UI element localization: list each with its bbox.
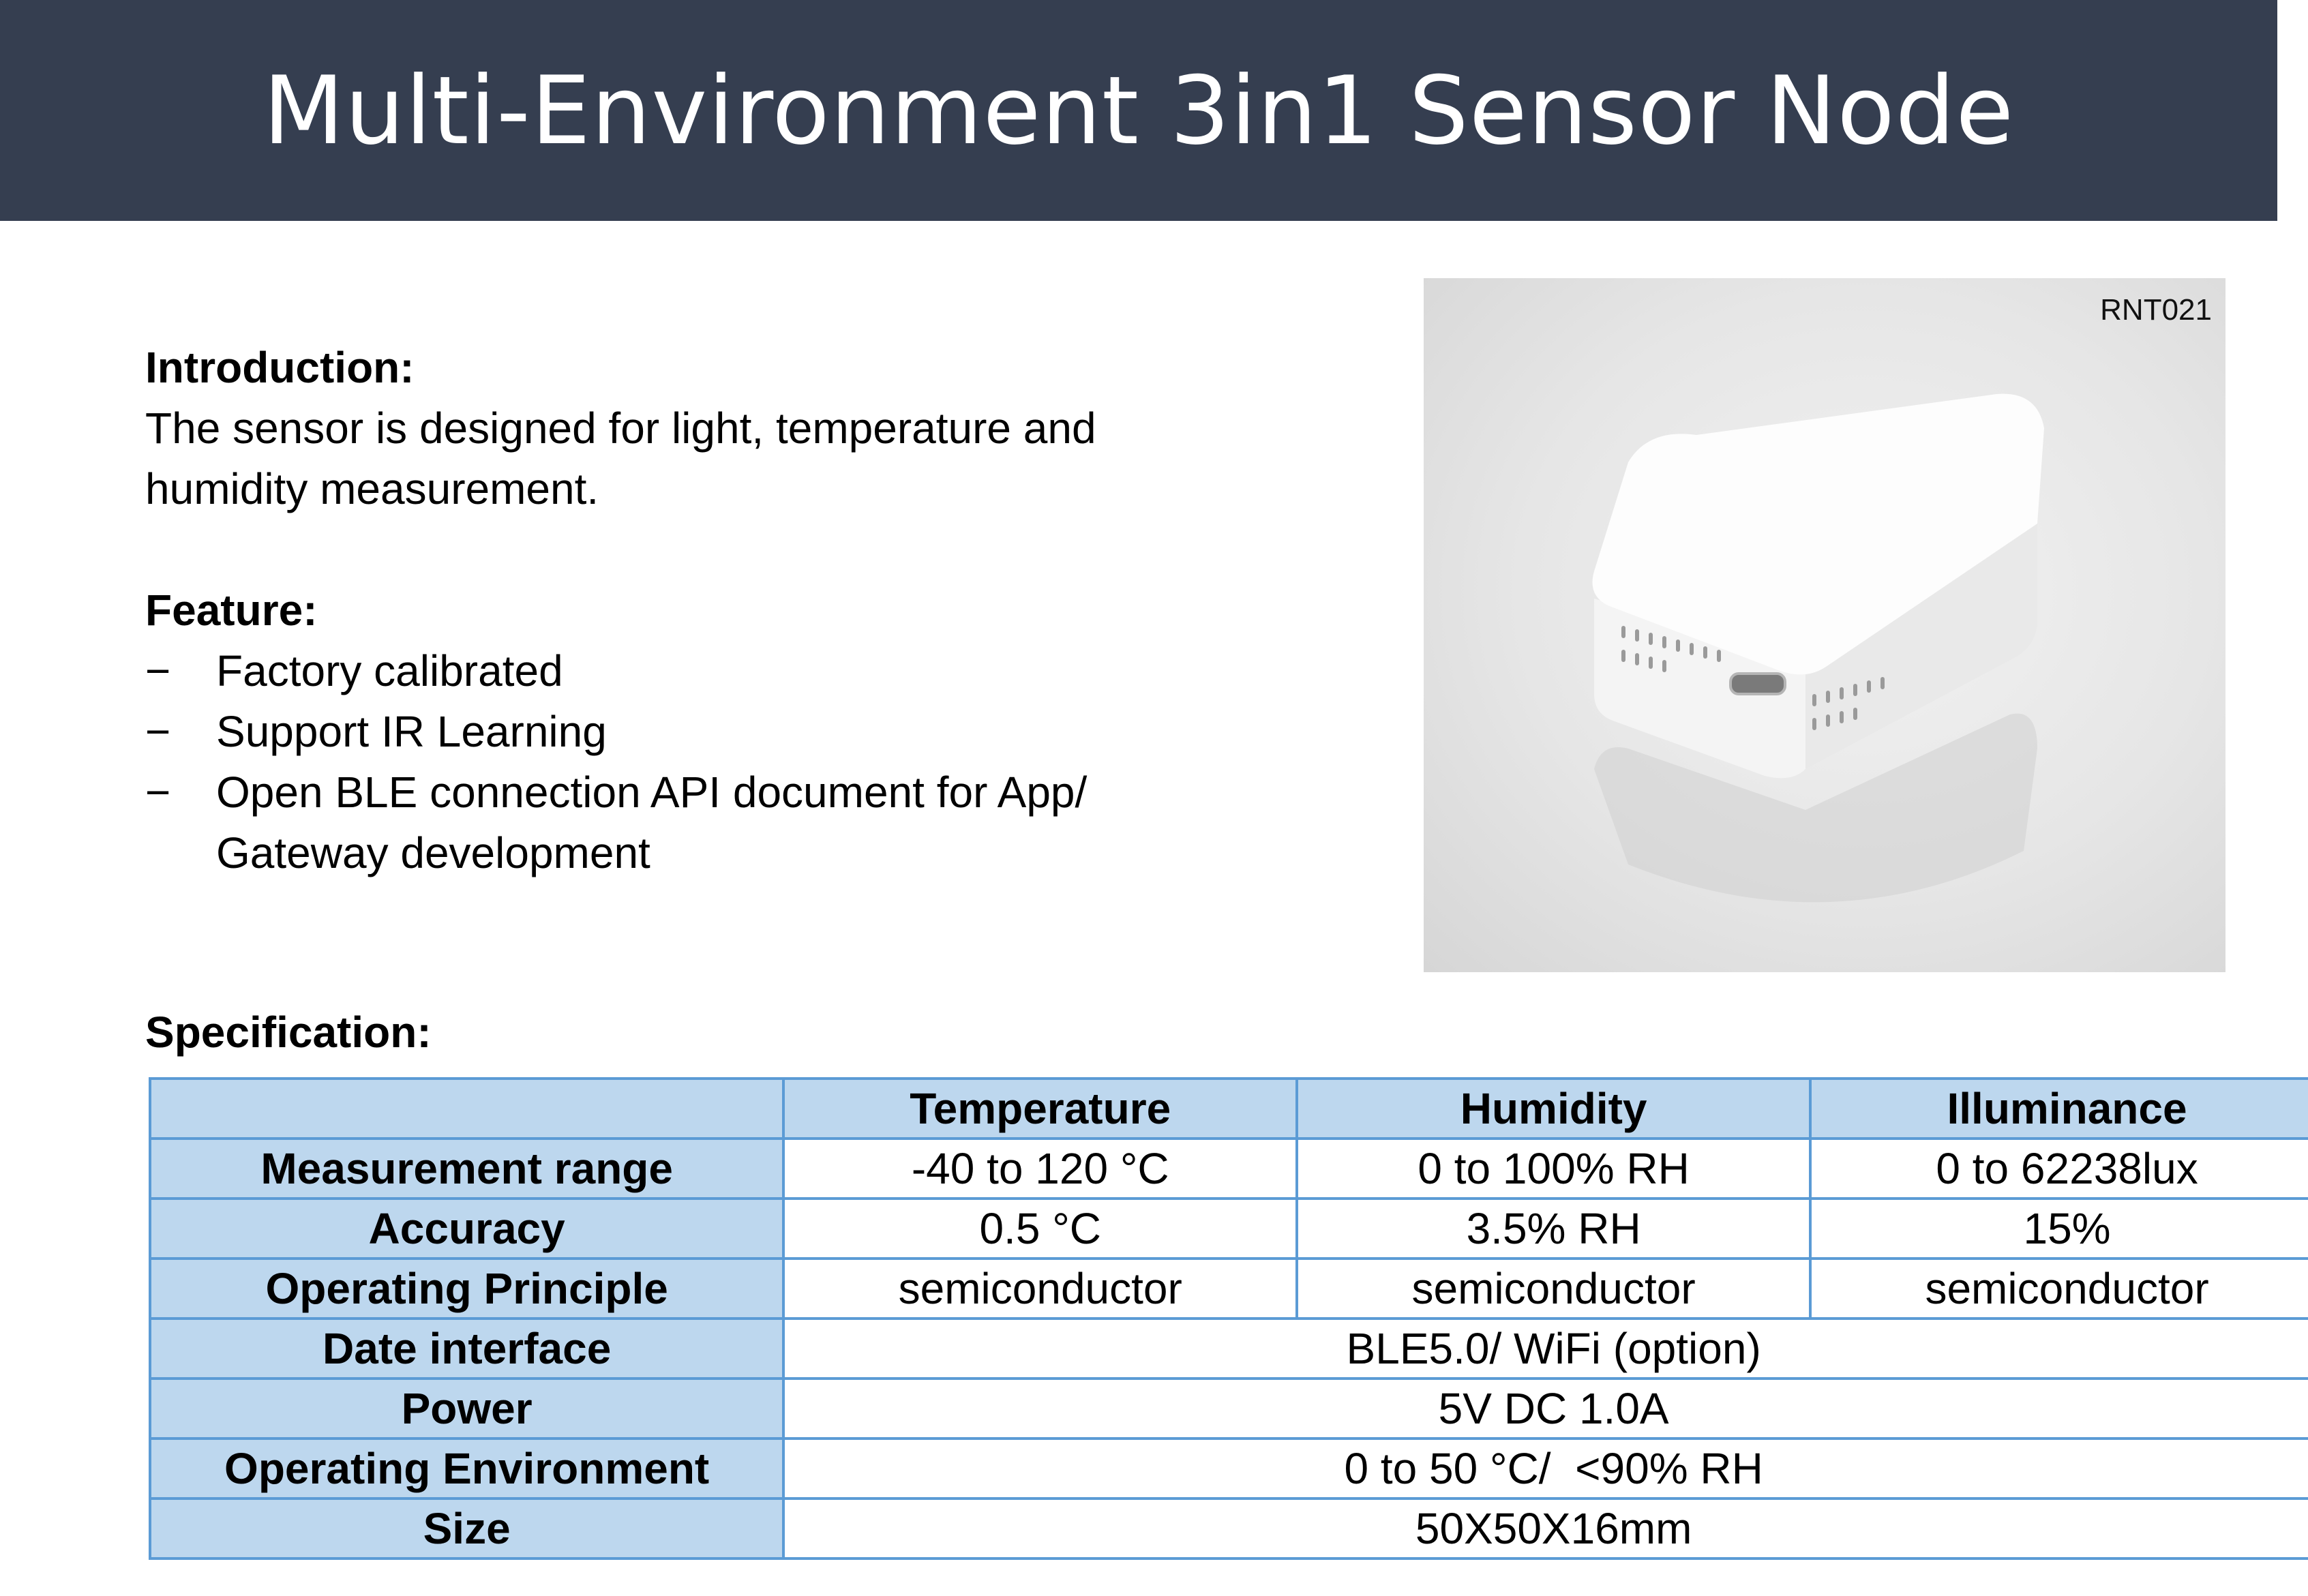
list-item: − Factory calibrated <box>145 641 1236 702</box>
table-cell: 3.5% RH <box>1295 1197 1812 1260</box>
row-label: Operating Principle <box>148 1257 785 1320</box>
spacer <box>145 520 1236 580</box>
table-cell: 5V DC 1.0A <box>782 1377 2308 1440</box>
table-header-cell: Humidity <box>1295 1077 1812 1140</box>
sensor-device-image <box>1592 393 2044 903</box>
table-header-cell: Illuminance <box>1809 1077 2308 1140</box>
table-row: Size 50X50X16mm <box>148 1497 2308 1560</box>
device-top <box>1592 393 2044 675</box>
table-cell: 0 to 62238lux <box>1809 1137 2308 1200</box>
introduction-line: humidity measurement. <box>145 464 599 513</box>
table-header-cell: Temperature <box>782 1077 1299 1140</box>
list-item: − Open BLE connection API document for A… <box>145 762 1236 884</box>
table-header-cell <box>148 1077 785 1140</box>
table-cell: -40 to 120 °C <box>782 1137 1299 1200</box>
table-cell: 50X50X16mm <box>782 1497 2308 1560</box>
table-cell: 15% <box>1809 1197 2308 1260</box>
table-cell: semiconductor <box>1295 1257 1812 1320</box>
row-label: Size <box>148 1497 785 1560</box>
feature-text: Factory calibrated <box>216 646 563 695</box>
table-cell: BLE5.0/ WiFi (option) <box>782 1317 2308 1380</box>
row-label: Date interface <box>148 1317 785 1380</box>
row-label: Power <box>148 1377 785 1440</box>
feature-text: Open BLE connection API document for App… <box>216 768 1088 817</box>
table-cell: 0 to 50 °C/ <90% RH <box>782 1437 2308 1500</box>
table-cell: semiconductor <box>782 1257 1299 1320</box>
table-row: Accuracy 0.5 °C 3.5% RH 15% <box>148 1197 2308 1260</box>
device-side-right <box>1805 524 2037 769</box>
model-label: RNT021 <box>2100 293 2212 327</box>
feature-text: Support IR Learning <box>216 707 607 756</box>
row-label: Measurement range <box>148 1137 785 1200</box>
device-side-front <box>1594 599 1805 779</box>
description-block: Introduction: The sensor is designed for… <box>145 337 1236 884</box>
row-label: Operating Environment <box>148 1437 785 1500</box>
usb-port <box>1729 672 1786 695</box>
list-item: − Support IR Learning <box>145 702 1236 762</box>
feature-list: − Factory calibrated − Support IR Learni… <box>145 641 1236 884</box>
specification-table: Temperature Humidity Illuminance Measure… <box>148 1077 2308 1560</box>
page-title: Multi-Environment 3in1 Sensor Node <box>263 55 2015 166</box>
table-row: Date interface BLE5.0/ WiFi (option) <box>148 1317 2308 1380</box>
table-row: Measurement range -40 to 120 °C 0 to 100… <box>148 1137 2308 1200</box>
vent-holes <box>1621 626 1885 730</box>
product-photo: RNT021 <box>1424 278 2225 972</box>
device-reflection <box>1594 713 2037 903</box>
table-cell: semiconductor <box>1809 1257 2308 1320</box>
feature-text: Gateway development <box>216 828 650 877</box>
row-label: Accuracy <box>148 1197 785 1260</box>
specification-heading: Specification: <box>145 1008 432 1057</box>
table-row: Operating Environment 0 to 50 °C/ <90% R… <box>148 1437 2308 1500</box>
bullet-dash: − <box>145 768 171 817</box>
table-header-row: Temperature Humidity Illuminance <box>148 1077 2308 1140</box>
bullet-dash: − <box>145 646 171 695</box>
table-row: Operating Principle semiconductor semico… <box>148 1257 2308 1320</box>
feature-heading: Feature: <box>145 586 318 635</box>
introduction-heading: Introduction: <box>145 343 415 392</box>
table-cell: 0.5 °C <box>782 1197 1299 1260</box>
bullet-dash: − <box>145 707 171 756</box>
introduction-line: The sensor is designed for light, temper… <box>145 404 1096 453</box>
title-banner: Multi-Environment 3in1 Sensor Node <box>0 0 2277 221</box>
table-row: Power 5V DC 1.0A <box>148 1377 2308 1440</box>
table-cell: 0 to 100% RH <box>1295 1137 1812 1200</box>
